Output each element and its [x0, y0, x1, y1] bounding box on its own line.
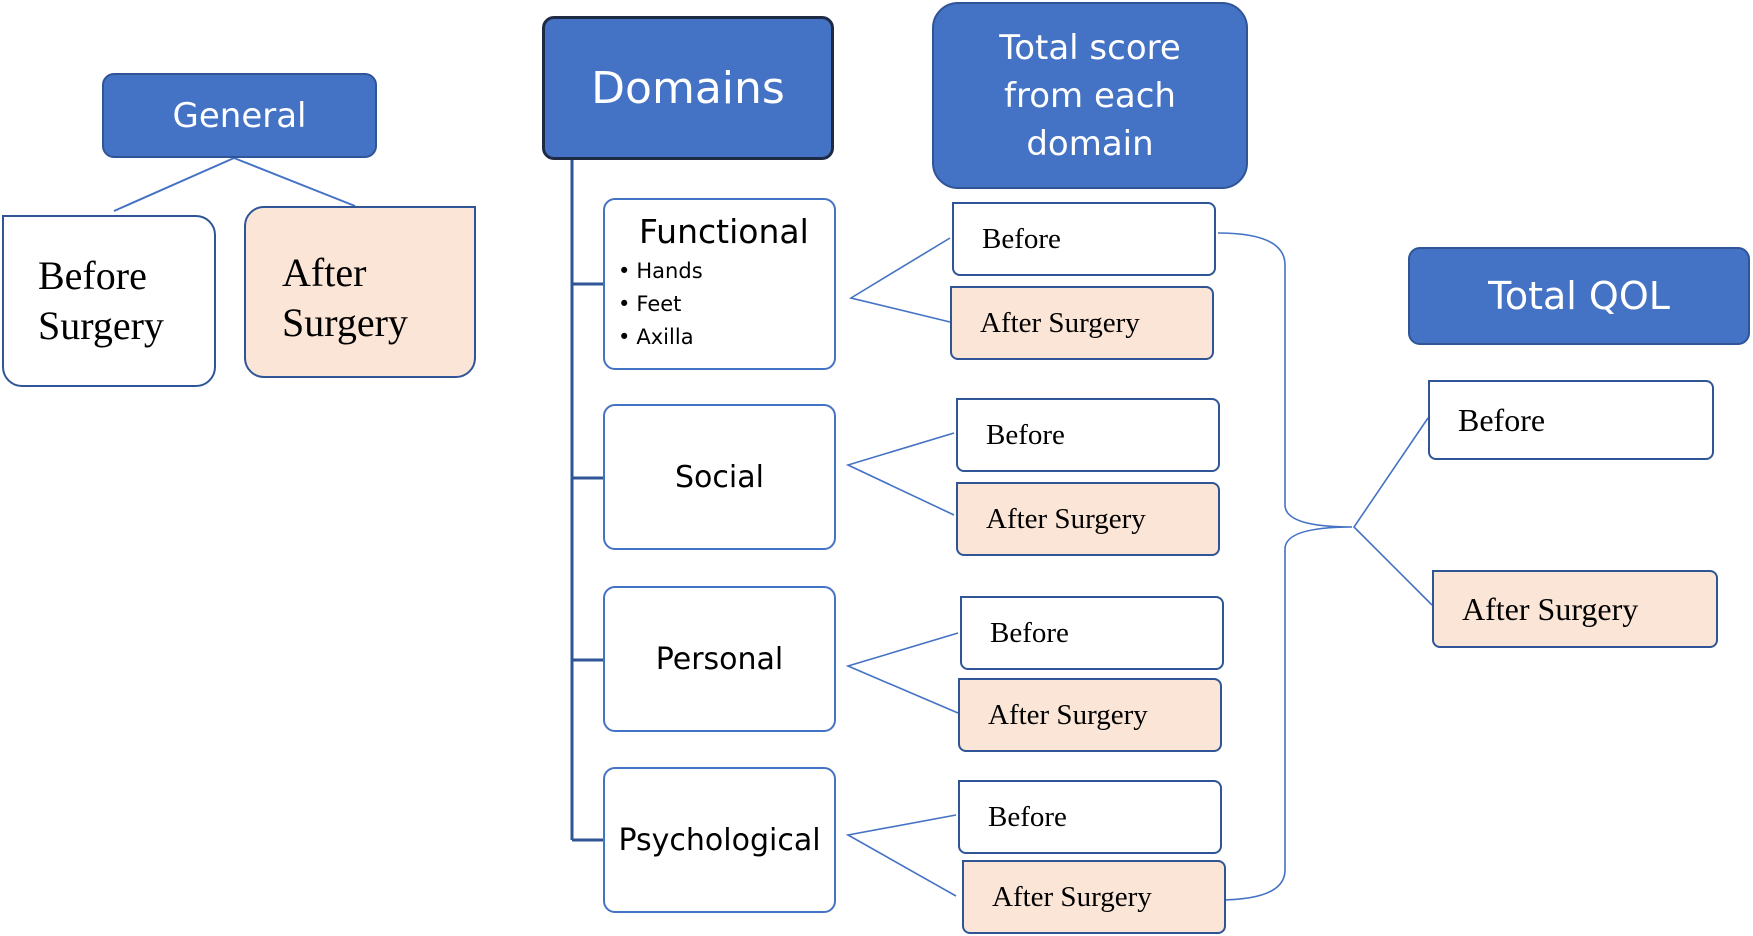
psychological-after-box: After Surgery	[962, 860, 1226, 934]
connector-personal-fork	[845, 632, 959, 714]
functional-before-box: Before	[952, 202, 1216, 276]
functional-item-axilla: Axilla	[618, 321, 703, 354]
general-header: General	[102, 73, 377, 158]
domains-header: Domains	[542, 16, 834, 160]
connector-general-before	[113, 157, 235, 212]
functional-item-feet: Feet	[618, 288, 703, 321]
connector-social-fork	[845, 432, 955, 516]
total-score-header: Total score from each domain	[932, 2, 1248, 189]
connector-qol-fork	[1352, 417, 1433, 606]
domain-functional-title: Functional	[639, 212, 809, 251]
connector-functional-fork	[848, 237, 951, 323]
domain-functional: Functional Hands Feet Axilla	[603, 198, 836, 370]
domain-social: Social	[603, 404, 836, 550]
psychological-before-box: Before	[958, 780, 1222, 854]
connector-domains-spine	[570, 160, 603, 842]
social-after-box: After Surgery	[956, 482, 1220, 556]
social-before-box: Before	[956, 398, 1220, 472]
functional-after-box: After Surgery	[950, 286, 1214, 360]
total-qol-before-box: Before	[1428, 380, 1714, 460]
total-qol-header: Total QOL	[1408, 247, 1750, 345]
functional-item-hands: Hands	[618, 255, 702, 288]
domain-personal: Personal	[603, 586, 836, 732]
connector-general-after	[233, 157, 356, 207]
personal-before-box: Before	[960, 596, 1224, 670]
functional-items-list: Hands Feet Axilla	[618, 255, 703, 354]
connector-psychological-fork	[845, 814, 957, 897]
domain-psychological: Psychological	[603, 767, 836, 913]
connector-brace	[1217, 232, 1353, 901]
total-qol-after-box: After Surgery	[1432, 570, 1718, 648]
general-before-label: Before Surgery	[38, 253, 164, 348]
personal-after-box: After Surgery	[958, 678, 1222, 752]
general-after-box: After Surgery	[244, 206, 476, 378]
general-before-box: Before Surgery	[2, 215, 216, 387]
general-after-label: After Surgery	[282, 250, 408, 345]
